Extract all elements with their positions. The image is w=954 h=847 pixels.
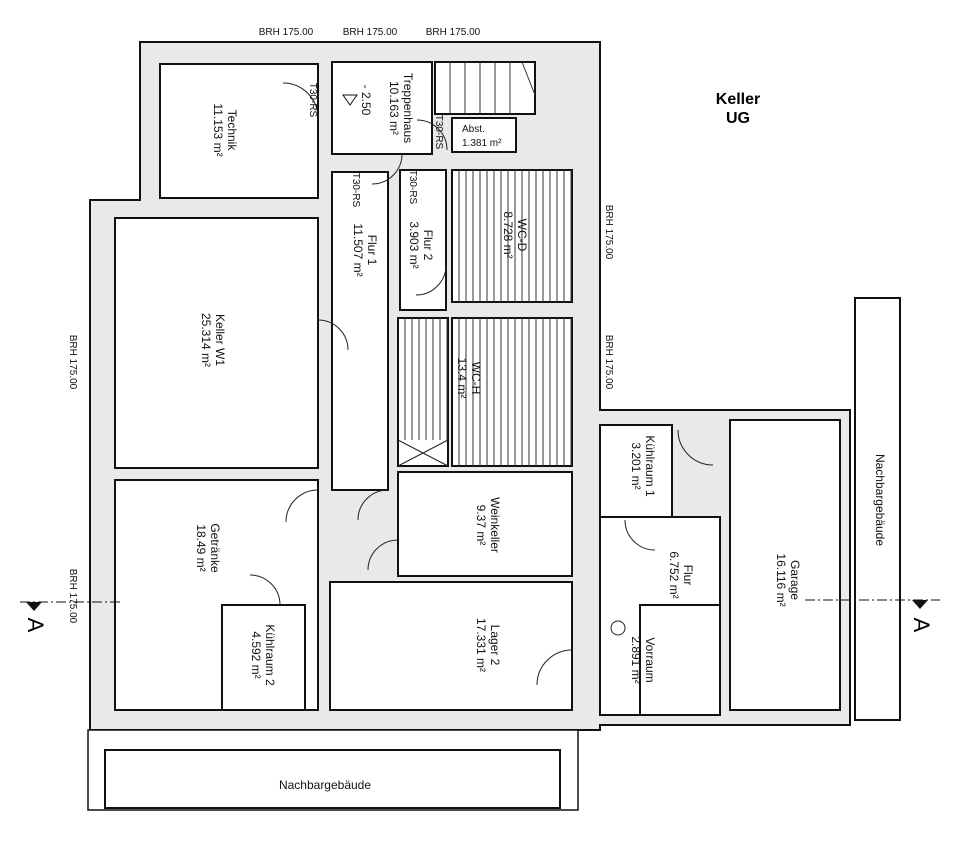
brh-label: BRH 175.00 [67,335,78,390]
room-vorraum-area: 2.891 m² [629,636,643,683]
section-label-left: A [23,618,48,633]
room-weinkeller [397,471,573,577]
section-label-right: A [909,618,934,633]
brh-label: BRH 175.00 [343,27,398,38]
room-kuehlraum2-name: Kühlraum 2 [263,624,277,686]
room-weinkeller-name: Weinkeller [488,497,502,553]
room-lager2-name: Lager 2 [488,625,502,666]
stairs [434,61,536,115]
room-lager2 [329,581,573,711]
plan-title-line2: UG [726,110,750,127]
room-flur-area: 6.752 m² [667,551,681,598]
room-kuehlraum1-name: Kühlraum 1 [643,435,657,497]
room-flur2-area: 3.903 m² [407,221,421,268]
room-treppenhaus [331,61,433,155]
room-wc-h [451,317,573,467]
door-rating: T30-RS [307,83,318,118]
room-wc-h-name: WC-H [469,362,483,395]
room-technik [159,63,319,199]
section-arrow-icon [912,600,928,609]
neighbor-label-right: Nachbargebäude [873,454,887,546]
room-treppenhaus-area: 10.163 m² [387,81,401,135]
room-keller-w1-name: Keller W1 [213,314,227,366]
room-abst-area: 1.381 m² [462,138,502,149]
room-garage [729,419,841,711]
room-technik-name: Technik [225,110,239,152]
room-flur2 [399,169,447,311]
brh-label: BRH 175.00 [426,27,481,38]
neighbor-building-right [854,297,901,721]
brh-label: BRH 175.00 [67,569,78,624]
level-marker: - 2.50 [359,85,373,116]
room-getraenke-area: 18.49 m² [194,524,208,571]
brh-label: BRH 175.00 [603,335,614,390]
room-abst-name: Abst. [462,124,485,135]
room-flur2-name: Flur 2 [421,230,435,261]
room-treppenhaus-name: Treppenhaus [401,73,415,143]
room-wc-d-area: 8.728 m² [501,211,515,258]
brh-label: BRH 175.00 [259,27,314,38]
room-kuehlraum1 [599,424,673,518]
room-lager2-area: 17.331 m² [474,618,488,672]
room-abst [451,117,517,153]
room-garage-name: Garage [788,560,802,600]
room-flur-name: Flur [681,565,695,586]
room-kuehlraum1-area: 3.201 m² [629,442,643,489]
room-keller-w1-area: 25.314 m² [199,313,213,367]
level-triangle-icon [342,94,358,106]
door-rating: T30-RS [407,170,418,205]
room-kuehlraum2 [221,604,306,711]
room-flur1 [331,171,389,491]
room-weinkeller-area: 9.37 m² [474,505,488,546]
room-kuehlraum2-area: 4.592 m² [249,631,263,678]
room-flur1-area: 11.507 m² [351,223,365,276]
room-getraenke-name: Getränke [208,523,222,573]
room-keller-w1 [114,217,319,469]
door-rating: T30-RS [350,173,361,208]
room-wc-h-area: 13.4 m² [455,358,469,399]
room-vorraum-name: Vorraum [643,637,657,682]
room-wc-d [451,169,573,303]
neighbor-label-bottom: Nachbargebäude [279,778,371,792]
room-flur1-name: Flur 1 [365,235,379,266]
brh-label: BRH 175.00 [603,205,614,260]
door-rating: T30-RS [433,115,444,150]
room-wc-d-name: WC-D [515,219,529,252]
room-vorraum [639,604,721,716]
plan-title-line1: Keller [716,91,760,108]
section-arrow-icon [26,602,42,611]
room-technik-area: 11.153 m² [211,103,225,156]
room-garage-area: 16.116 m² [774,553,788,606]
